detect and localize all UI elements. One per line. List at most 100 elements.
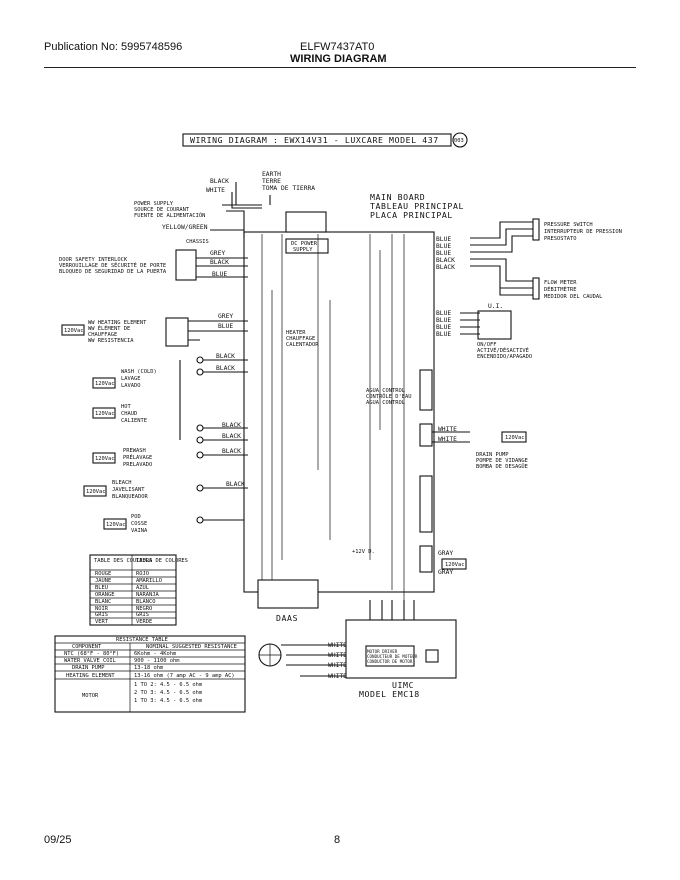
color-fr: GRIS: [95, 612, 108, 618]
resistance-motor-value: 1 TO 2: 4.5 - 6.5 ohm: [134, 682, 202, 688]
wire-label-black-r2: BLACK: [436, 264, 455, 271]
color-fr: VERT: [95, 619, 109, 625]
valve-symbol: [196, 484, 204, 492]
drain-pump-fr: POMPE DE VIDANGE: [476, 458, 528, 464]
uimc-model: MODEL EMC18: [359, 689, 420, 699]
color-fr: JAUNE: [95, 578, 111, 584]
pressure-switch-es: PRESOSTATO: [544, 236, 576, 242]
pressure-switch-connector: [532, 218, 540, 241]
power-supply-fr: SOURCE DE COURANT: [134, 207, 190, 213]
motor-voltage-box: [441, 558, 467, 570]
relay-block: [285, 211, 327, 233]
resistance-header-component: COMPONENT: [72, 644, 102, 650]
resistance-motor-value: 2 TO 3: 4.5 - 6.5 ohm: [134, 690, 202, 696]
pump-voltage: 120Vac: [505, 435, 524, 441]
valve-symbol: [196, 516, 204, 524]
valve-symbol: [196, 424, 204, 432]
door-lock-switch: [175, 249, 197, 281]
heater-label-es: CALENTADOR: [286, 342, 319, 348]
motor-voltage: 120Vac: [445, 562, 464, 568]
color-es: AMARILLO: [136, 578, 162, 584]
door-lock-en: DOOR SAFETY INTERLOCK: [59, 257, 128, 263]
wire-label-white-pump2: WHITE: [438, 436, 457, 443]
bleach-voltage: 120Vac: [86, 489, 105, 495]
prewash-valve-es: PRELAVADO: [123, 462, 152, 468]
color-fr: BLANC: [95, 599, 111, 605]
heating-element-1: WW HEATING ELEMENT: [88, 320, 147, 326]
color-es: VERDE: [136, 619, 152, 625]
color-es: GRIS: [136, 612, 149, 618]
wire-label-grey-heater: GREY: [218, 313, 233, 320]
main-board-es: PLACA PRINCIPAL: [370, 210, 453, 220]
heater-wires: [188, 320, 248, 341]
revision-badge-text: 003: [454, 138, 464, 144]
wire-label-blue-r2: BLUE: [436, 243, 451, 250]
resistance-component: WATER VALVE COIL: [64, 658, 116, 664]
header-rule: [44, 67, 636, 68]
color-es: NARANJA: [136, 592, 159, 598]
prewash-valve-fr: PRÉLAVAGE: [123, 453, 152, 461]
drain-pump-es: BOMBA DE DESAGÜE: [476, 463, 528, 470]
resistance-component: NTC (68°F - 80°F): [64, 651, 119, 657]
wire-label-blue-ui2: BLUE: [436, 317, 451, 324]
heater-label-en: HEATER: [286, 330, 306, 336]
earth-label-fr: TERRE: [262, 178, 281, 185]
resistance-component: HEATING ELEMENT: [66, 673, 115, 679]
power-supply-es: FUENTE DE ALIMENTACIÓN: [134, 212, 205, 219]
ui-wires: [460, 312, 480, 335]
ui-label: U.I.: [488, 303, 503, 310]
diagram-title: WIRING DIAGRAM : EWX14V31 - LUXCARE MODE…: [190, 135, 439, 145]
wire-label-black-valve1: BLACK: [216, 353, 235, 360]
flow-meter-en: FLOW METER: [544, 280, 577, 286]
door-lock-es: BLOQUEO DE SEGURIDAD DE LA PUERTA: [59, 269, 167, 275]
valve-symbol: [196, 436, 204, 444]
flow-meter-fr: DÉBITMÈTRE: [544, 285, 576, 293]
motor-driver-en: MOTOR DRIVER: [367, 649, 398, 654]
onoff-es: ENCENDIDO/APAGADO: [477, 354, 532, 360]
wire-label-black-r1: BLACK: [436, 257, 455, 264]
door-lock-wires: [196, 257, 248, 278]
wire-label-black-door: BLACK: [210, 259, 229, 266]
motor-driver: [365, 645, 415, 667]
agua-control-1: AGUA CONTROL: [366, 388, 405, 394]
uimc-wires: [369, 600, 415, 620]
wash-voltage-box: [92, 377, 116, 389]
bleach-valve-en: BLEACH: [112, 480, 131, 486]
wire-label-gray-2: GRAY: [438, 569, 453, 576]
wire-label-blue-ui1: BLUE: [436, 310, 451, 317]
drain-pump-en: DRAIN PUMP: [476, 452, 508, 458]
bleach-valve-fr: JAVELISANT: [112, 487, 145, 493]
heater-label-fr: CHAUFFAGE: [286, 336, 315, 342]
hot-valve-fr: CHAUD: [121, 411, 137, 417]
wire-label-black-valve2: BLACK: [216, 365, 235, 372]
yellow-green-label: YELLOW/GREEN: [162, 224, 208, 231]
agua-control-3: AGUA CONTROL: [366, 400, 405, 406]
diagram-title-box: [182, 133, 452, 147]
motor-wires: [281, 644, 346, 677]
motor-windings: [259, 644, 281, 666]
main-board-fr: TABLEAU PRINCIPAL: [370, 201, 464, 211]
pod-valve-fr: COSSE: [131, 521, 147, 527]
color-table: [89, 554, 177, 626]
pod-voltage-box: [103, 518, 127, 530]
dc-power-supply: [285, 238, 329, 254]
pod-valve-es: VAINA: [131, 528, 148, 534]
color-table-header-es: TABLA DE COLORES: [136, 558, 188, 564]
wire-label-black-valve5: BLACK: [222, 448, 241, 455]
hot-valve-es: CALIENTE: [121, 418, 147, 424]
chassis-label: CHASSIS: [186, 239, 209, 245]
daas-label: DAAS: [276, 613, 298, 623]
publication-number: Publication No: 5995748596: [44, 41, 183, 53]
resistance-table-title: RESISTANCE TABLE: [116, 637, 168, 643]
agua-control-2: CONTRÔLE D'EAU: [366, 393, 411, 400]
footer-date: 09/25: [44, 834, 72, 846]
hot-valve-en: HOT: [121, 404, 131, 410]
resistance-component: DRAIN PUMP: [72, 665, 104, 671]
sensor-wires: [470, 221, 536, 296]
heater-voltage-box: [61, 324, 85, 336]
color-fr: BLEU: [95, 585, 108, 591]
resistance-motor-label: MOTOR: [82, 693, 99, 699]
power-supply-en: POWER SUPPLY: [134, 201, 174, 207]
motor-connector: [419, 545, 433, 573]
